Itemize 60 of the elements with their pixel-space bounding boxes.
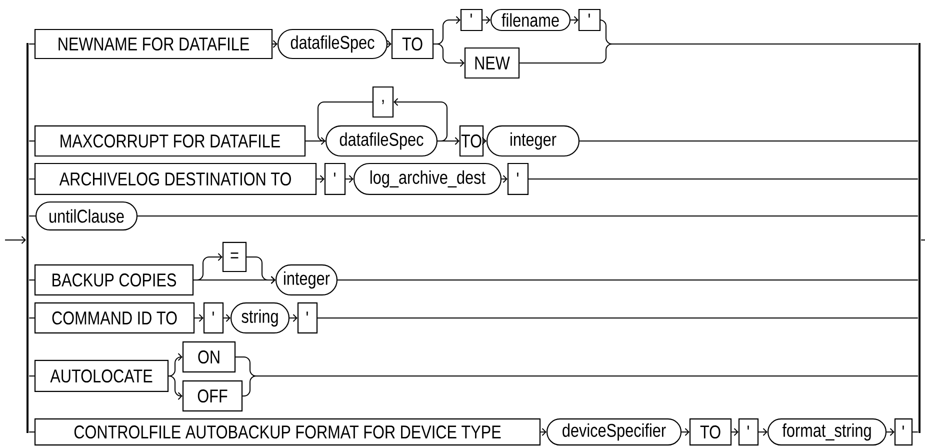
keyword-box: ' xyxy=(460,8,483,32)
connector xyxy=(540,428,546,436)
connector xyxy=(289,314,298,322)
keyword-box: ' xyxy=(578,8,601,32)
connector xyxy=(886,428,894,436)
connector xyxy=(437,137,460,145)
connector xyxy=(194,314,204,322)
keyword-box: OFF xyxy=(182,380,243,412)
connector xyxy=(345,174,354,183)
keyword-box: , xyxy=(372,86,394,118)
connector xyxy=(28,317,35,318)
keyword-box: BACKUP COPIES xyxy=(34,264,194,296)
connector xyxy=(758,428,768,436)
connector xyxy=(168,352,182,376)
connector xyxy=(4,236,26,244)
keyword-box: ' xyxy=(324,162,346,196)
keyword-box: COMMAND ID TO xyxy=(34,302,195,334)
connector xyxy=(305,137,326,145)
connector xyxy=(317,317,918,318)
keyword-box: MAXCORRUPT FOR DATAFILE xyxy=(34,125,306,157)
keyword-box: ' xyxy=(203,302,224,334)
connector xyxy=(193,276,276,284)
connector xyxy=(519,44,918,64)
connector xyxy=(28,431,35,432)
connector xyxy=(28,375,35,376)
connector xyxy=(528,178,918,180)
keyword-box: ' xyxy=(738,418,759,446)
keyword-box: TO xyxy=(689,418,732,446)
connector xyxy=(579,140,918,142)
connector xyxy=(223,314,230,322)
keyword-box: AUTOLOCATE xyxy=(34,360,169,392)
keyword-box: ARCHIVELOG DESTINATION TO xyxy=(34,162,317,196)
connector xyxy=(242,375,918,396)
keyword-box: ' xyxy=(894,418,913,446)
connector xyxy=(386,40,392,48)
connector xyxy=(482,16,490,24)
keyword-box: ON xyxy=(182,341,236,373)
connector xyxy=(570,16,578,24)
connector xyxy=(28,140,35,142)
keyword-box: TO xyxy=(391,28,434,60)
keyword-box: NEWNAME FOR DATAFILE xyxy=(34,28,273,60)
connector xyxy=(482,137,486,145)
connector xyxy=(433,44,464,67)
connector xyxy=(318,102,373,142)
connector xyxy=(501,174,508,183)
rail-bar xyxy=(26,43,29,433)
keyword-box: ' xyxy=(297,302,318,334)
keyword-box: ' xyxy=(507,162,529,196)
keyword-box: = xyxy=(222,242,247,272)
keyword-box: NEW xyxy=(464,47,520,79)
keyword-box: TO xyxy=(459,125,484,157)
connector xyxy=(316,174,324,183)
keyword-box: CONTROLFILE AUTOBACKUP FORMAT FOR DEVICE TYPE xyxy=(34,418,541,446)
connector xyxy=(681,428,690,436)
connector xyxy=(168,375,182,400)
connector xyxy=(28,178,35,180)
connector xyxy=(394,98,448,142)
connector xyxy=(912,431,918,432)
connector xyxy=(272,40,278,48)
connector xyxy=(731,428,738,436)
